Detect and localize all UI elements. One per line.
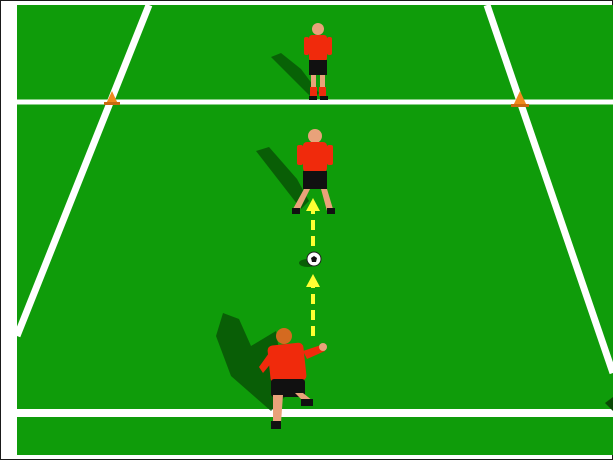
player-jersey: [303, 142, 327, 172]
player-head: [308, 129, 322, 143]
player-shorts: [303, 171, 327, 189]
player-head: [312, 23, 324, 35]
player-jersey: [309, 35, 327, 61]
player-head: [276, 328, 292, 344]
player-shorts: [309, 60, 327, 75]
player-jersey: [267, 342, 307, 384]
